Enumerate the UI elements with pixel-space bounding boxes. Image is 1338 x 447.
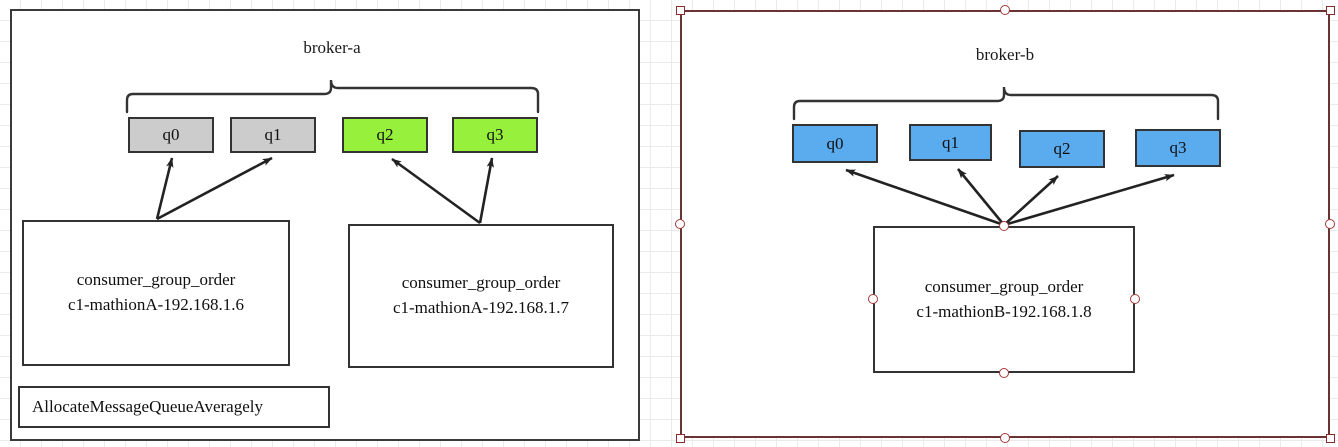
connection-point-top[interactable] <box>999 221 1009 231</box>
consumer-group-name: consumer_group_order <box>76 270 236 290</box>
consumer-instance-id: c1-mathionA-192.168.1.7 <box>392 298 570 317</box>
queue-box-b-q3[interactable]: q3 <box>1135 129 1221 167</box>
selection-handle-edge-n[interactable] <box>1000 5 1010 15</box>
consumer-instance-id: c1-mathionB-192.168.1.8 <box>916 301 1092 321</box>
connection-point-bottom[interactable] <box>999 368 1009 378</box>
selection-handle-corner-nw[interactable] <box>676 6 685 15</box>
selection-handle-corner-ne[interactable] <box>1326 6 1335 15</box>
connection-point-right[interactable] <box>1130 294 1140 304</box>
queue-box-a-q1[interactable]: q1 <box>230 117 316 153</box>
consumer-group-box-b1[interactable]: consumer_group_order c1-mathionB-192.168… <box>873 226 1135 373</box>
queue-box-b-q0[interactable]: q0 <box>792 124 878 163</box>
consumer-group-box-a1[interactable]: consumer_group_order c1-mathionA-192.168… <box>22 220 290 366</box>
selection-handle-edge-w[interactable] <box>675 219 685 229</box>
queue-box-a-q3[interactable]: q3 <box>452 117 538 153</box>
broker-a-label: broker-a <box>303 38 361 57</box>
consumer-instance-id: c1-mathionA-192.168.1.6 <box>67 295 245 314</box>
allocate-strategy-box[interactable]: AllocateMessageQueueAveragely <box>18 386 330 428</box>
consumer-group-box-a2[interactable]: consumer_group_order c1-mathionA-192.168… <box>348 224 614 368</box>
selection-handle-edge-s[interactable] <box>1000 433 1010 443</box>
selection-handle-corner-se[interactable] <box>1326 434 1335 443</box>
selection-handle-corner-sw[interactable] <box>676 434 685 443</box>
consumer-group-name: consumer_group_order <box>924 276 1084 296</box>
queue-box-a-q2[interactable]: q2 <box>342 117 428 153</box>
consumer-group-name: consumer_group_order <box>401 273 561 293</box>
broker-b-label: broker-b <box>975 45 1035 64</box>
connection-point-left[interactable] <box>868 294 878 304</box>
queue-box-a-q0[interactable]: q0 <box>128 117 214 153</box>
queue-box-b-q2[interactable]: q2 <box>1019 130 1105 168</box>
selection-handle-edge-e[interactable] <box>1325 219 1335 229</box>
queue-box-b-q1[interactable]: q1 <box>909 124 992 161</box>
